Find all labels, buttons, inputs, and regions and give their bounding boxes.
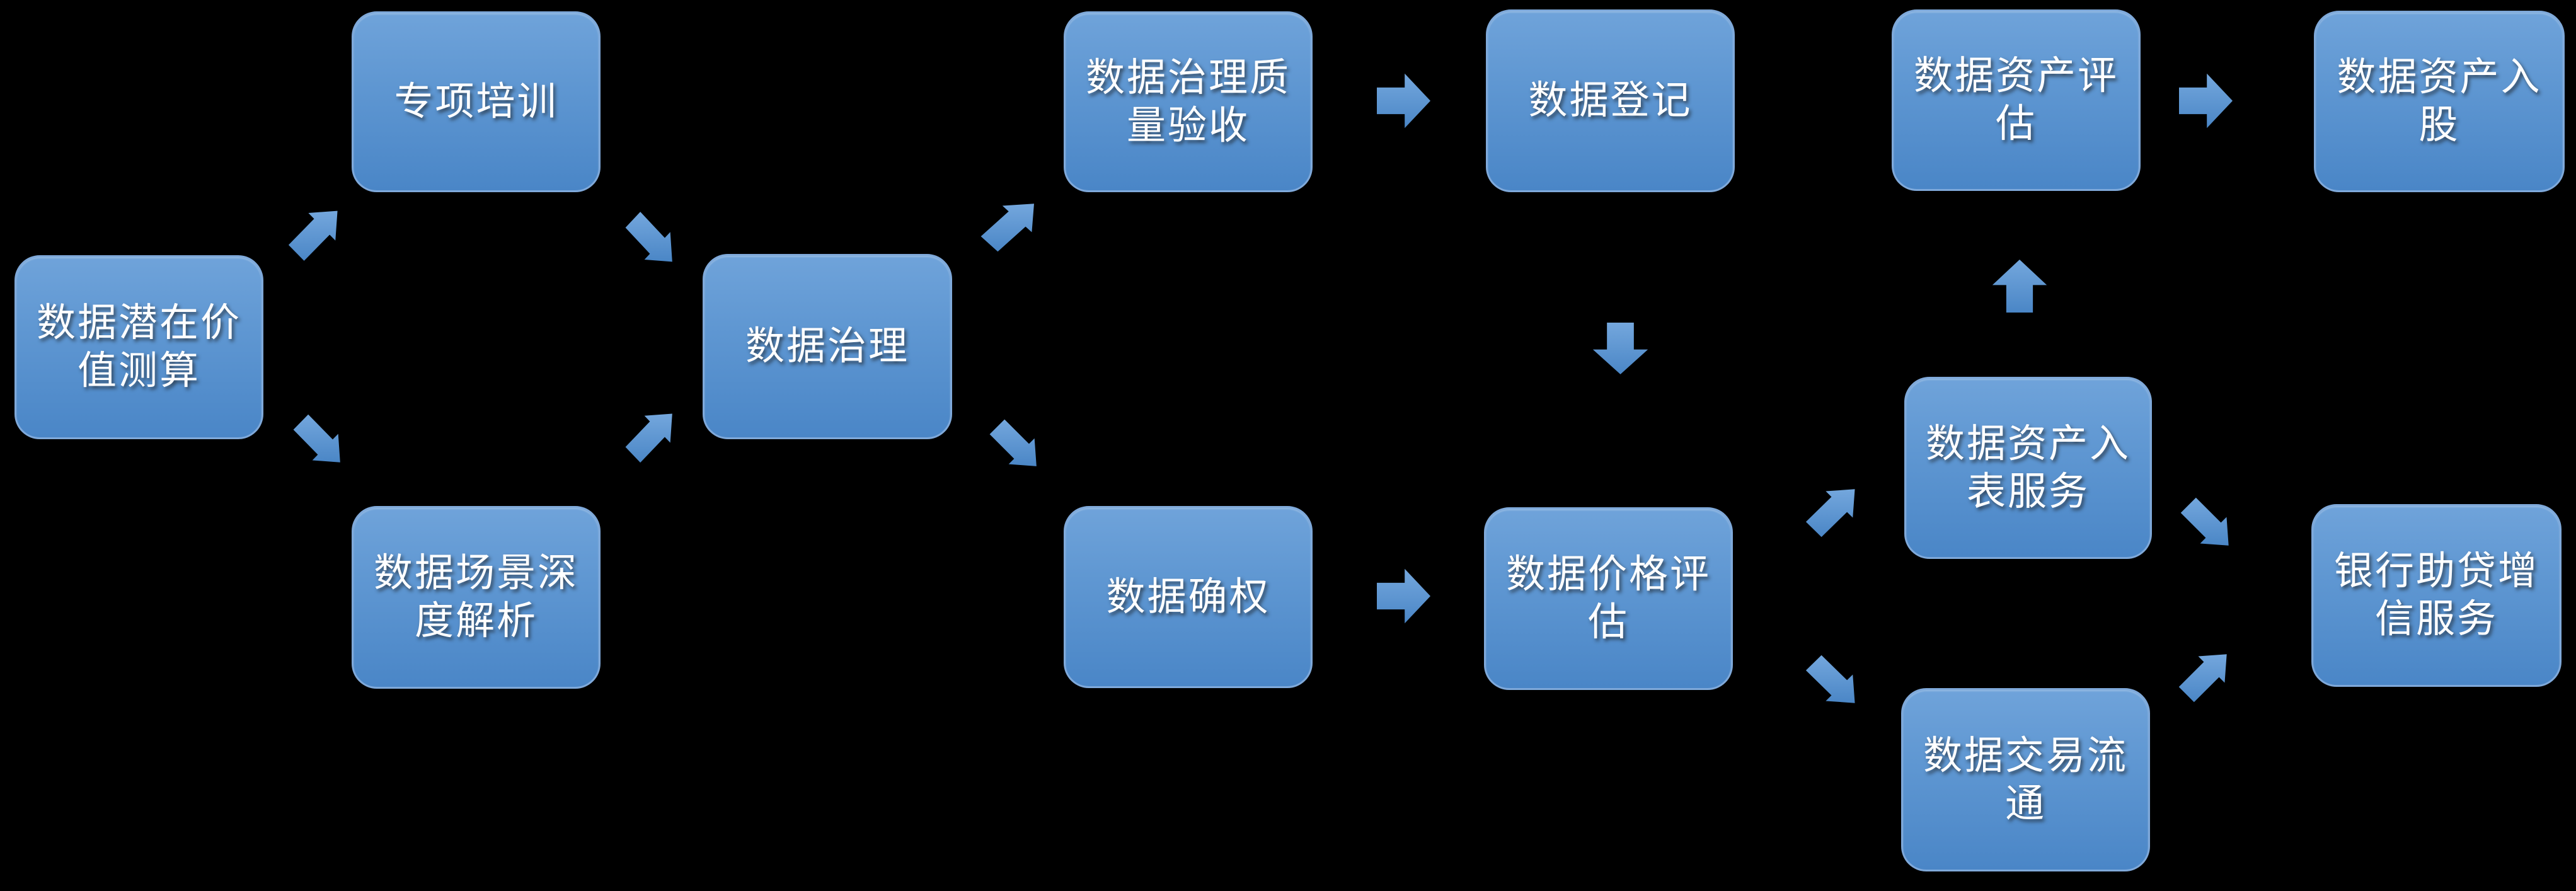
label-line: 专项培训 [394,79,558,124]
label-line: 数据潜在价 [36,301,241,345]
down-right-arrow-icon [2180,497,2229,546]
label-line: 值测算 [77,349,200,393]
flow-node-quality-acceptance: 数据治理质量验收 [1064,11,1313,192]
label-line: 股 [2418,103,2460,147]
flow-arrow-price-evaluation-to-balance-sheet-service [1801,485,1859,542]
flow-node-price-evaluation: 数据价格评估 [1484,507,1733,690]
flow-arrow-registration-to-price-evaluation [1590,323,1651,374]
flow-node-scenario-analysis: 数据场景深度解析 [352,506,601,689]
label-line: 量验收 [1126,103,1250,147]
label-line: 银行助贷增 [2333,549,2539,593]
flow-node-rights-confirmation: 数据确权 [1064,506,1313,688]
up-right-arrow-icon [1805,489,1855,537]
down-right-arrow-icon [989,419,1037,466]
flow-node-balance-sheet-service: 数据资产入表服务 [1904,377,2152,559]
flow-arrow-quality-acceptance-to-registration [1377,71,1430,131]
up-arrow-icon [1992,260,2047,313]
flow-node-label: 数据登记 [1528,77,1692,125]
flow-node-registration: 数据登记 [1486,9,1735,192]
flow-node-label: 数据场景深度解析 [374,549,578,645]
label-line: 估 [1587,601,1629,644]
flow-node-training: 专项培训 [352,11,601,192]
label-line: 信服务 [2374,597,2498,641]
flow-arrow-balance-sheet-service-to-asset-evaluation [1989,260,2050,313]
flow-node-label: 数据治理 [745,323,909,371]
label-line: 数据价格评 [1505,553,1711,596]
up-right-arrow-icon [2178,654,2227,703]
label-line: 通 [2004,781,2046,825]
down-right-arrow-icon [293,414,340,463]
flow-node-asset-investment: 数据资产入股 [2314,11,2565,192]
flow-arrow-trading-circulation-to-bank-credit-service [2174,650,2231,707]
up-right-arrow-icon [980,204,1034,252]
flow-node-potential-value: 数据潜在价值测算 [14,255,263,439]
flow-node-bank-credit-service: 银行助贷增信服务 [2311,504,2562,687]
flow-node-label: 数据交易流通 [1923,732,2128,828]
down-right-arrow-icon [625,212,672,262]
up-right-arrow-icon [625,413,672,463]
flow-arrow-governance-to-quality-acceptance [975,200,1038,256]
label-line: 数据治理 [745,325,909,368]
label-line: 数据交易流 [1923,733,2128,778]
right-arrow-icon [2179,73,2233,129]
flow-node-label: 数据资产入股 [2337,54,2541,149]
flow-arrow-scenario-analysis-to-governance [621,410,676,468]
flow-arrow-potential-value-to-training [284,207,342,266]
flow-node-label: 数据资产入表服务 [1926,420,2130,516]
label-line: 数据登记 [1528,79,1693,122]
flow-node-label: 专项培训 [394,78,558,126]
flow-arrow-potential-value-to-scenario-analysis [289,410,344,466]
flow-arrow-governance-to-rights-confirmation [985,415,1040,470]
label-line: 数据资产入 [1925,422,2130,466]
flow-node-asset-evaluation: 数据资产评估 [1892,9,2141,191]
label-line: 估 [1995,102,2037,146]
label-line: 数据资产入 [2337,55,2542,99]
label-line: 数据资产评 [1913,54,2119,98]
flow-node-label: 数据治理质量验收 [1086,54,1291,150]
label-line: 度解析 [414,599,538,643]
flow-node-label: 数据资产评估 [1914,52,2119,148]
flow-node-label: 银行助贷增信服务 [2334,548,2539,643]
label-line: 数据场景深 [373,551,578,595]
flow-arrow-asset-evaluation-to-asset-investment [2179,71,2233,131]
flow-node-label: 数据价格评估 [1506,551,1711,647]
right-arrow-icon [1377,568,1430,624]
flow-arrow-training-to-governance [621,207,676,266]
down-right-arrow-icon [1805,655,1855,703]
flow-arrow-price-evaluation-to-trading-circulation [1801,650,1859,707]
up-right-arrow-icon [288,210,338,261]
flow-node-label: 数据潜在价值测算 [37,299,241,395]
down-arrow-icon [1592,323,1648,374]
flow-arrow-rights-confirmation-to-price-evaluation [1377,566,1430,626]
flow-node-governance: 数据治理 [703,254,952,439]
label-line: 数据治理质 [1085,55,1291,100]
flow-arrow-balance-sheet-service-to-bank-credit-service [2176,493,2233,549]
label-line: 数据确权 [1106,575,1270,619]
flow-node-label: 数据确权 [1106,573,1270,621]
flow-node-trading-circulation: 数据交易流通 [1901,688,2150,871]
right-arrow-icon [1377,73,1430,129]
label-line: 表服务 [1966,469,2090,514]
